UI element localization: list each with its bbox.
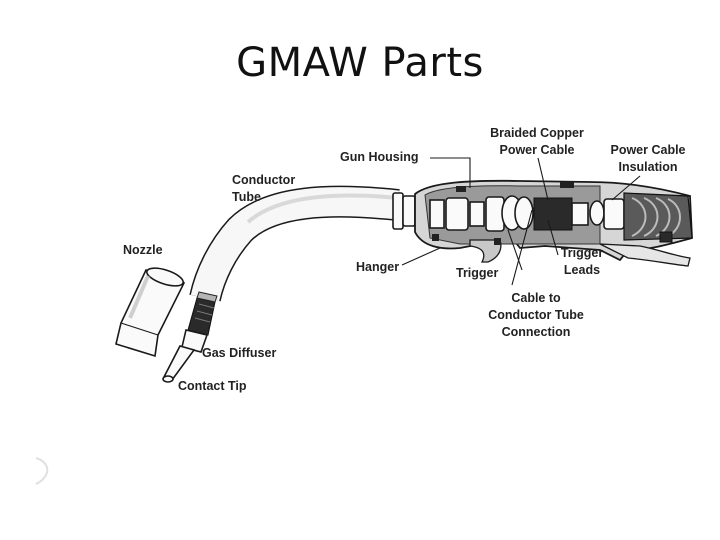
contact-tip [162,345,196,383]
corner-mark [35,457,49,485]
leader-lines [401,157,641,286]
housing-screws [432,182,574,245]
label-connection: Connection [502,325,571,339]
conductor-tube [189,185,400,302]
internal-connection [429,195,625,232]
gas-diffuser [181,291,218,353]
label-trigger-leads-1: Trigger [561,246,604,260]
label-conductor: Conductor [232,173,295,187]
label-braided-copper: Braided Copper [490,126,584,140]
label-conductor-tube: Tube [232,190,261,204]
power-cable-insulation [623,192,693,243]
label-conductor-tube-conn: Conductor Tube [488,308,584,322]
label-braided-copper-cable: Power Cable [499,143,574,157]
label-insulation: Insulation [618,160,677,174]
label-trigger: Trigger [456,266,499,280]
label-power-cable: Power Cable [610,143,685,157]
label-nozzle: Nozzle [123,243,163,257]
label-hanger: Hanger [356,260,399,274]
label-gas-diffuser: Gas Diffuser [202,346,276,360]
label-trigger-leads-2: Leads [564,263,600,277]
nozzle [115,267,186,358]
label-contact-tip: Contact Tip [178,379,247,393]
diagram-labels: Braided Copper Power Cable Gun Housing P… [123,126,686,393]
label-gun-housing: Gun Housing [340,150,418,164]
tube-collar [392,192,416,230]
slide-title: GMAW Parts [236,40,484,86]
label-cable-to: Cable to [511,291,561,305]
